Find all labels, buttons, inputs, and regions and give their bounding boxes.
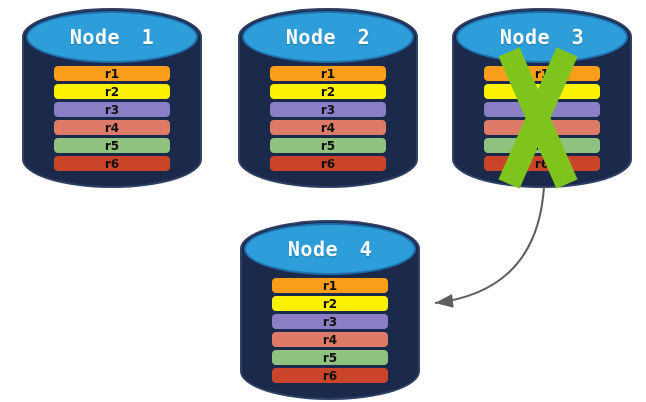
node-label: Node 3 — [499, 25, 585, 49]
partition-bar-r5: r5 — [270, 138, 386, 153]
partition-label: r2 — [320, 84, 336, 99]
partition-label: r2 — [104, 84, 120, 99]
partition-label: r3 — [104, 102, 120, 117]
partition-list: r1 r2 r3 r4 r5 r6 — [272, 278, 388, 386]
partition-bar-r1: r1 — [272, 278, 388, 293]
partition-label: r6 — [322, 368, 338, 383]
partition-bar-r3: r3 — [272, 314, 388, 329]
arrow-curve — [434, 186, 545, 308]
partition-bar-r4: r4 — [54, 120, 170, 135]
partition-bar-r3: r3 — [54, 102, 170, 117]
partition-bar-r3: r3 — [270, 102, 386, 117]
partition-bar-r6: r6 — [270, 156, 386, 171]
partition-label: r1 — [322, 278, 338, 293]
partition-bar-r1: r1 — [270, 66, 386, 81]
node-label: Node 1 — [69, 25, 155, 49]
partition-bar-r6: r6 — [54, 156, 170, 171]
partition-label: r5 — [320, 138, 336, 153]
cylinder-top: Node 1 — [26, 11, 198, 63]
partition-label: r5 — [104, 138, 120, 153]
partition-list: r1 r2 r3 r4 r5 r6 — [54, 66, 170, 174]
partition-bar-r2: r2 — [54, 84, 170, 99]
partition-bar-r5: r5 — [54, 138, 170, 153]
partition-bar-r1: r1 — [54, 66, 170, 81]
partition-label: r4 — [322, 332, 338, 347]
cylinder-top: Node 2 — [242, 11, 414, 63]
partition-label: r6 — [104, 156, 120, 171]
partition-label: r6 — [320, 156, 336, 171]
partition-bar-r4: r4 — [272, 332, 388, 347]
partition-bar-r4: r4 — [270, 120, 386, 135]
partition-list: r1 r2 r3 r4 r5 r6 — [270, 66, 386, 174]
node-label: Node 2 — [285, 25, 371, 49]
partition-label: r4 — [320, 120, 336, 135]
partition-bar-r6: r6 — [272, 368, 388, 383]
partition-bar-r2: r2 — [272, 296, 388, 311]
partition-label: r3 — [322, 314, 338, 329]
partition-label: r5 — [322, 350, 338, 365]
node-3-failed: Node 3 r1 r2 r3 r4 r5 r6 — [452, 8, 632, 189]
node-label: Node 4 — [287, 237, 373, 261]
failure-x-icon — [498, 47, 578, 189]
partition-label: r1 — [320, 66, 336, 81]
partition-label: r3 — [320, 102, 336, 117]
cylinder-top: Node 3 — [456, 11, 628, 63]
partition-label: r2 — [322, 296, 338, 311]
partition-label: r1 — [104, 66, 120, 81]
cylinder-top: Node 4 — [244, 223, 416, 275]
partition-bar-r2: r2 — [270, 84, 386, 99]
partition-bar-r5: r5 — [272, 350, 388, 365]
node-2: Node 2 r1 r2 r3 r4 r5 r6 — [238, 8, 418, 188]
node-4: Node 4 r1 r2 r3 r4 r5 r6 — [240, 220, 420, 400]
node-1: Node 1 r1 r2 r3 r4 r5 r6 — [22, 8, 202, 188]
partition-label: r4 — [104, 120, 120, 135]
